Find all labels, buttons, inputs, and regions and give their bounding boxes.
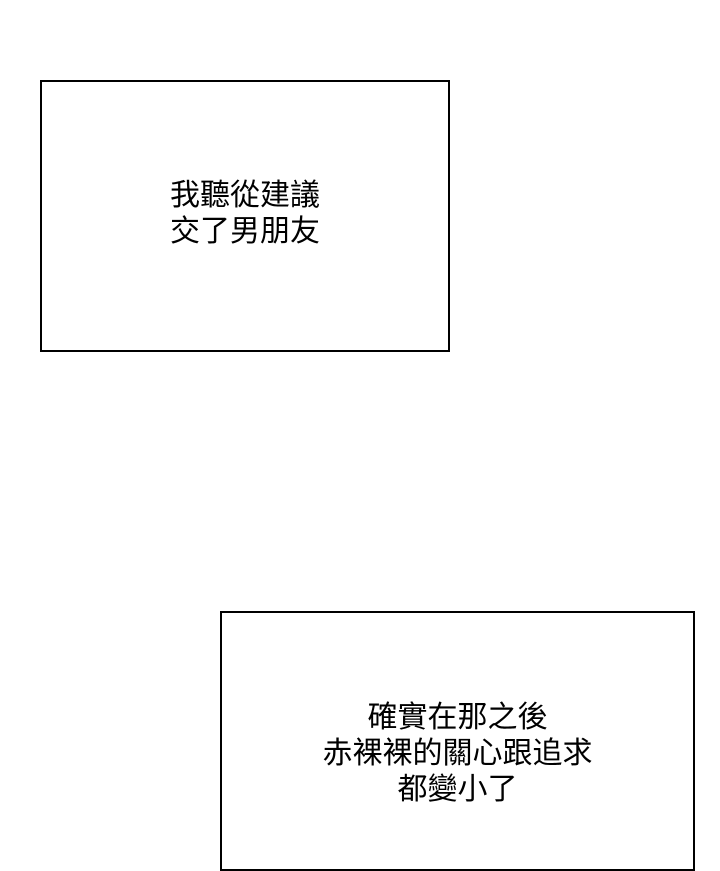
caption-line: 交了男朋友 [170, 214, 320, 249]
caption-line: 確實在那之後 [367, 700, 548, 735]
caption-box-1: 我聽從建議 交了男朋友 [40, 80, 450, 352]
caption-box-2: 確實在那之後 赤裸裸的關心跟追求 都變小了 [220, 611, 695, 871]
caption-line: 我聽從建議 [170, 178, 320, 213]
caption-text-1: 我聽從建議 交了男朋友 [42, 178, 448, 250]
caption-line: 都變小了 [397, 772, 518, 807]
caption-text-2: 確實在那之後 赤裸裸的關心跟追求 都變小了 [222, 700, 693, 808]
caption-line: 赤裸裸的關心跟追求 [322, 736, 593, 771]
